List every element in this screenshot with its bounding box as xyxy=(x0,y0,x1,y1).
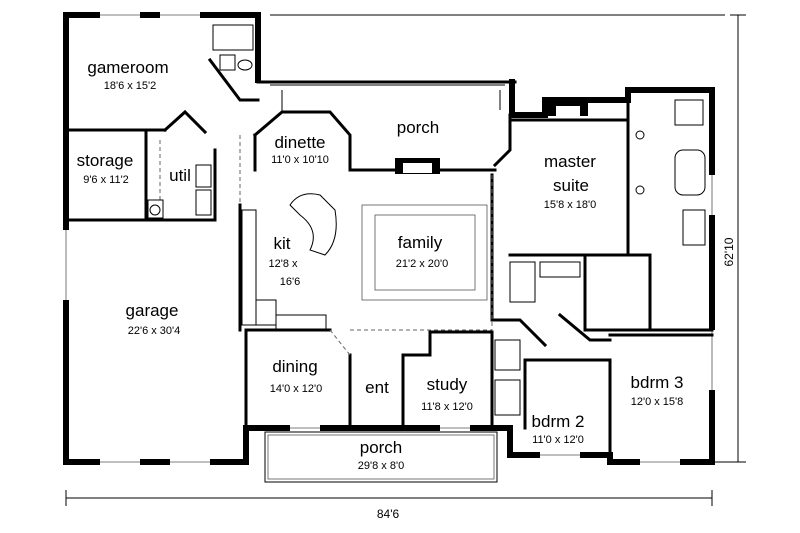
study-size: 11'8 x 12'0 xyxy=(421,401,473,413)
bdrm2-size: 11'0 x 12'0 xyxy=(532,434,584,446)
dimension-lines xyxy=(65,14,746,506)
front-porch-outline xyxy=(264,431,498,483)
master-label-1: master xyxy=(544,152,596,171)
dining-label: dining xyxy=(272,357,317,376)
kit-size-2: 16'6 xyxy=(280,276,300,288)
family-size: 21'2 x 20'0 xyxy=(396,258,449,270)
dining-size: 14'0 x 12'0 xyxy=(270,383,323,395)
garage-label: garage xyxy=(126,301,179,320)
overall-width: 84'6 xyxy=(377,507,400,521)
kit-size-1: 12'8 x xyxy=(268,258,298,270)
fixtures xyxy=(147,24,706,416)
windows xyxy=(63,12,715,465)
gameroom-label: gameroom xyxy=(87,58,168,77)
storage-size: 9'6 x 11'2 xyxy=(83,174,129,186)
garage-size: 22'6 x 30'4 xyxy=(128,325,181,337)
exterior-walls xyxy=(63,12,715,465)
util-label: util xyxy=(169,166,191,185)
room-labels: gameroom 18'6 x 15'2 storage 9'6 x 11'2 … xyxy=(77,58,684,472)
kit-label: kit xyxy=(274,234,291,253)
master-size: 15'8 x 18'0 xyxy=(544,199,597,211)
master-label-2: suite xyxy=(553,176,589,195)
bdrm2-label: bdrm 2 xyxy=(532,412,585,431)
storage-label: storage xyxy=(77,151,134,170)
dashed-openings xyxy=(159,135,493,356)
ent-label: ent xyxy=(365,378,389,397)
gameroom-size: 18'6 x 15'2 xyxy=(104,80,157,92)
rear-porch-label: porch xyxy=(397,118,440,137)
dinette-label: dinette xyxy=(274,133,325,152)
overall-depth: 62'10 xyxy=(722,237,736,266)
bdrm3-label: bdrm 3 xyxy=(631,373,684,392)
front-porch-size: 29'8 x 8'0 xyxy=(358,460,404,472)
interior-walls xyxy=(64,57,714,457)
family-label: family xyxy=(398,233,443,252)
bdrm3-size: 12'0 x 15'8 xyxy=(631,396,684,408)
rear-porch-outline xyxy=(270,84,505,112)
front-porch-label: porch xyxy=(360,438,403,457)
dinette-size: 11'0 x 10'10 xyxy=(271,154,329,166)
study-label: study xyxy=(427,375,468,394)
